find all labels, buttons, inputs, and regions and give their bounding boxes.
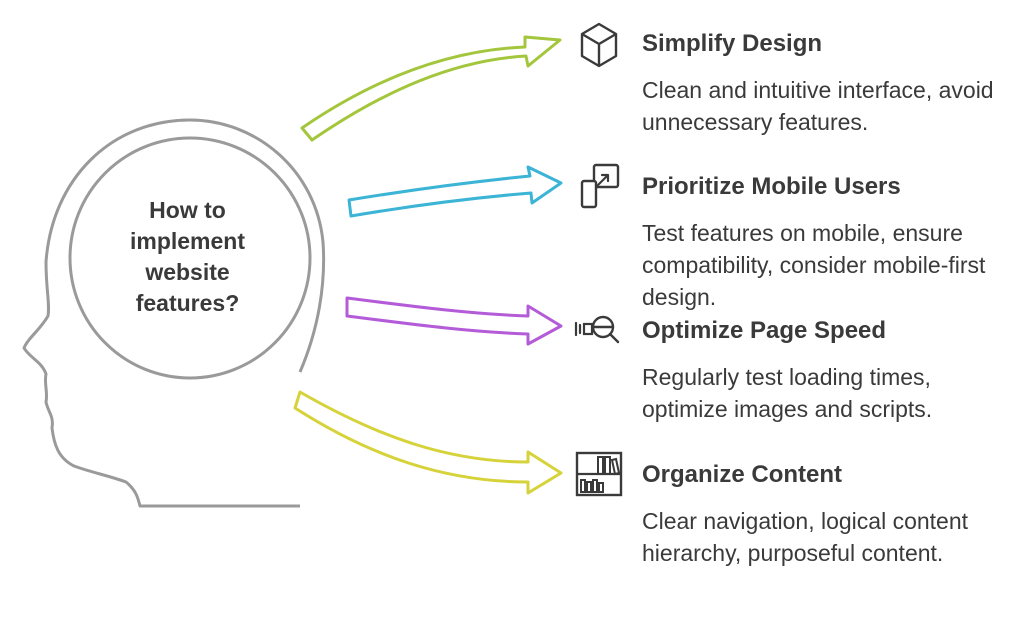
item-title: Optimize Page Speed [642, 317, 887, 344]
item-title: Organize Content [642, 461, 843, 488]
cube-icon [580, 22, 618, 68]
question-circle [68, 136, 312, 380]
center-question: How to implement website features? [129, 197, 246, 316]
arrow-to-simplify-design [300, 35, 562, 142]
head-outline [22, 118, 326, 508]
arrow-to-prioritize-mobile [347, 165, 563, 218]
arrow-to-organize-content [293, 390, 563, 495]
arrow-to-optimize-speed [345, 296, 563, 346]
item-title: Simplify Design [642, 30, 823, 57]
item-description: Test features on mobile, ensure compatib… [642, 220, 986, 310]
item-description: Regularly test loading times, optimize i… [642, 364, 933, 422]
item-description: Clean and intuitive interface, avoid unn… [642, 77, 994, 135]
bookshelf-icon [575, 451, 623, 497]
speed-magnifier-icon [574, 315, 620, 344]
item-description: Clear navigation, logical content hierar… [642, 508, 969, 566]
item-title: Prioritize Mobile Users [642, 173, 901, 200]
resize-devices-icon [580, 163, 620, 209]
